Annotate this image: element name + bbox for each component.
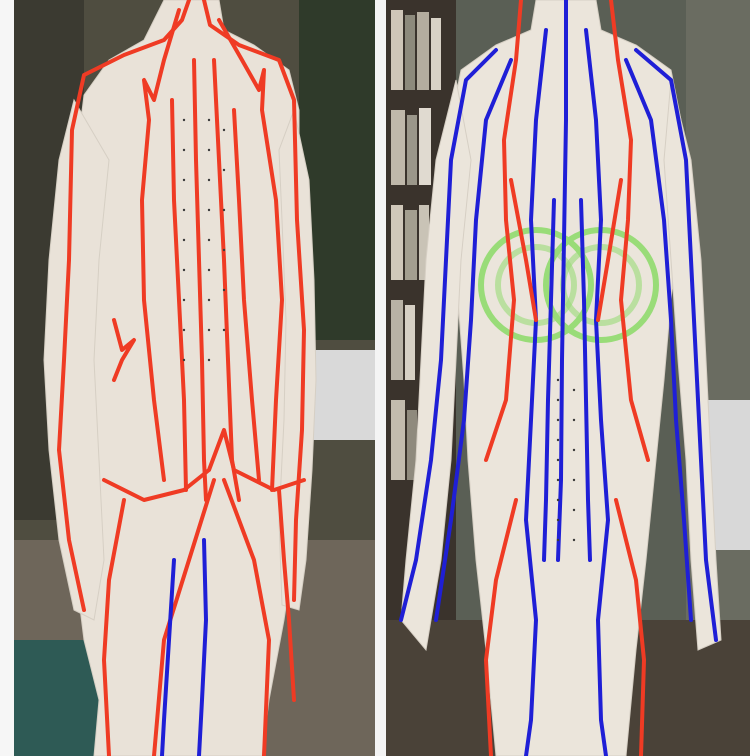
front-view-panel [386,0,750,756]
front-view-image [386,0,750,756]
mannequin-body [44,0,316,756]
panel-divider [375,0,386,756]
back-view-image [14,0,375,756]
back-view-panel [14,0,375,756]
